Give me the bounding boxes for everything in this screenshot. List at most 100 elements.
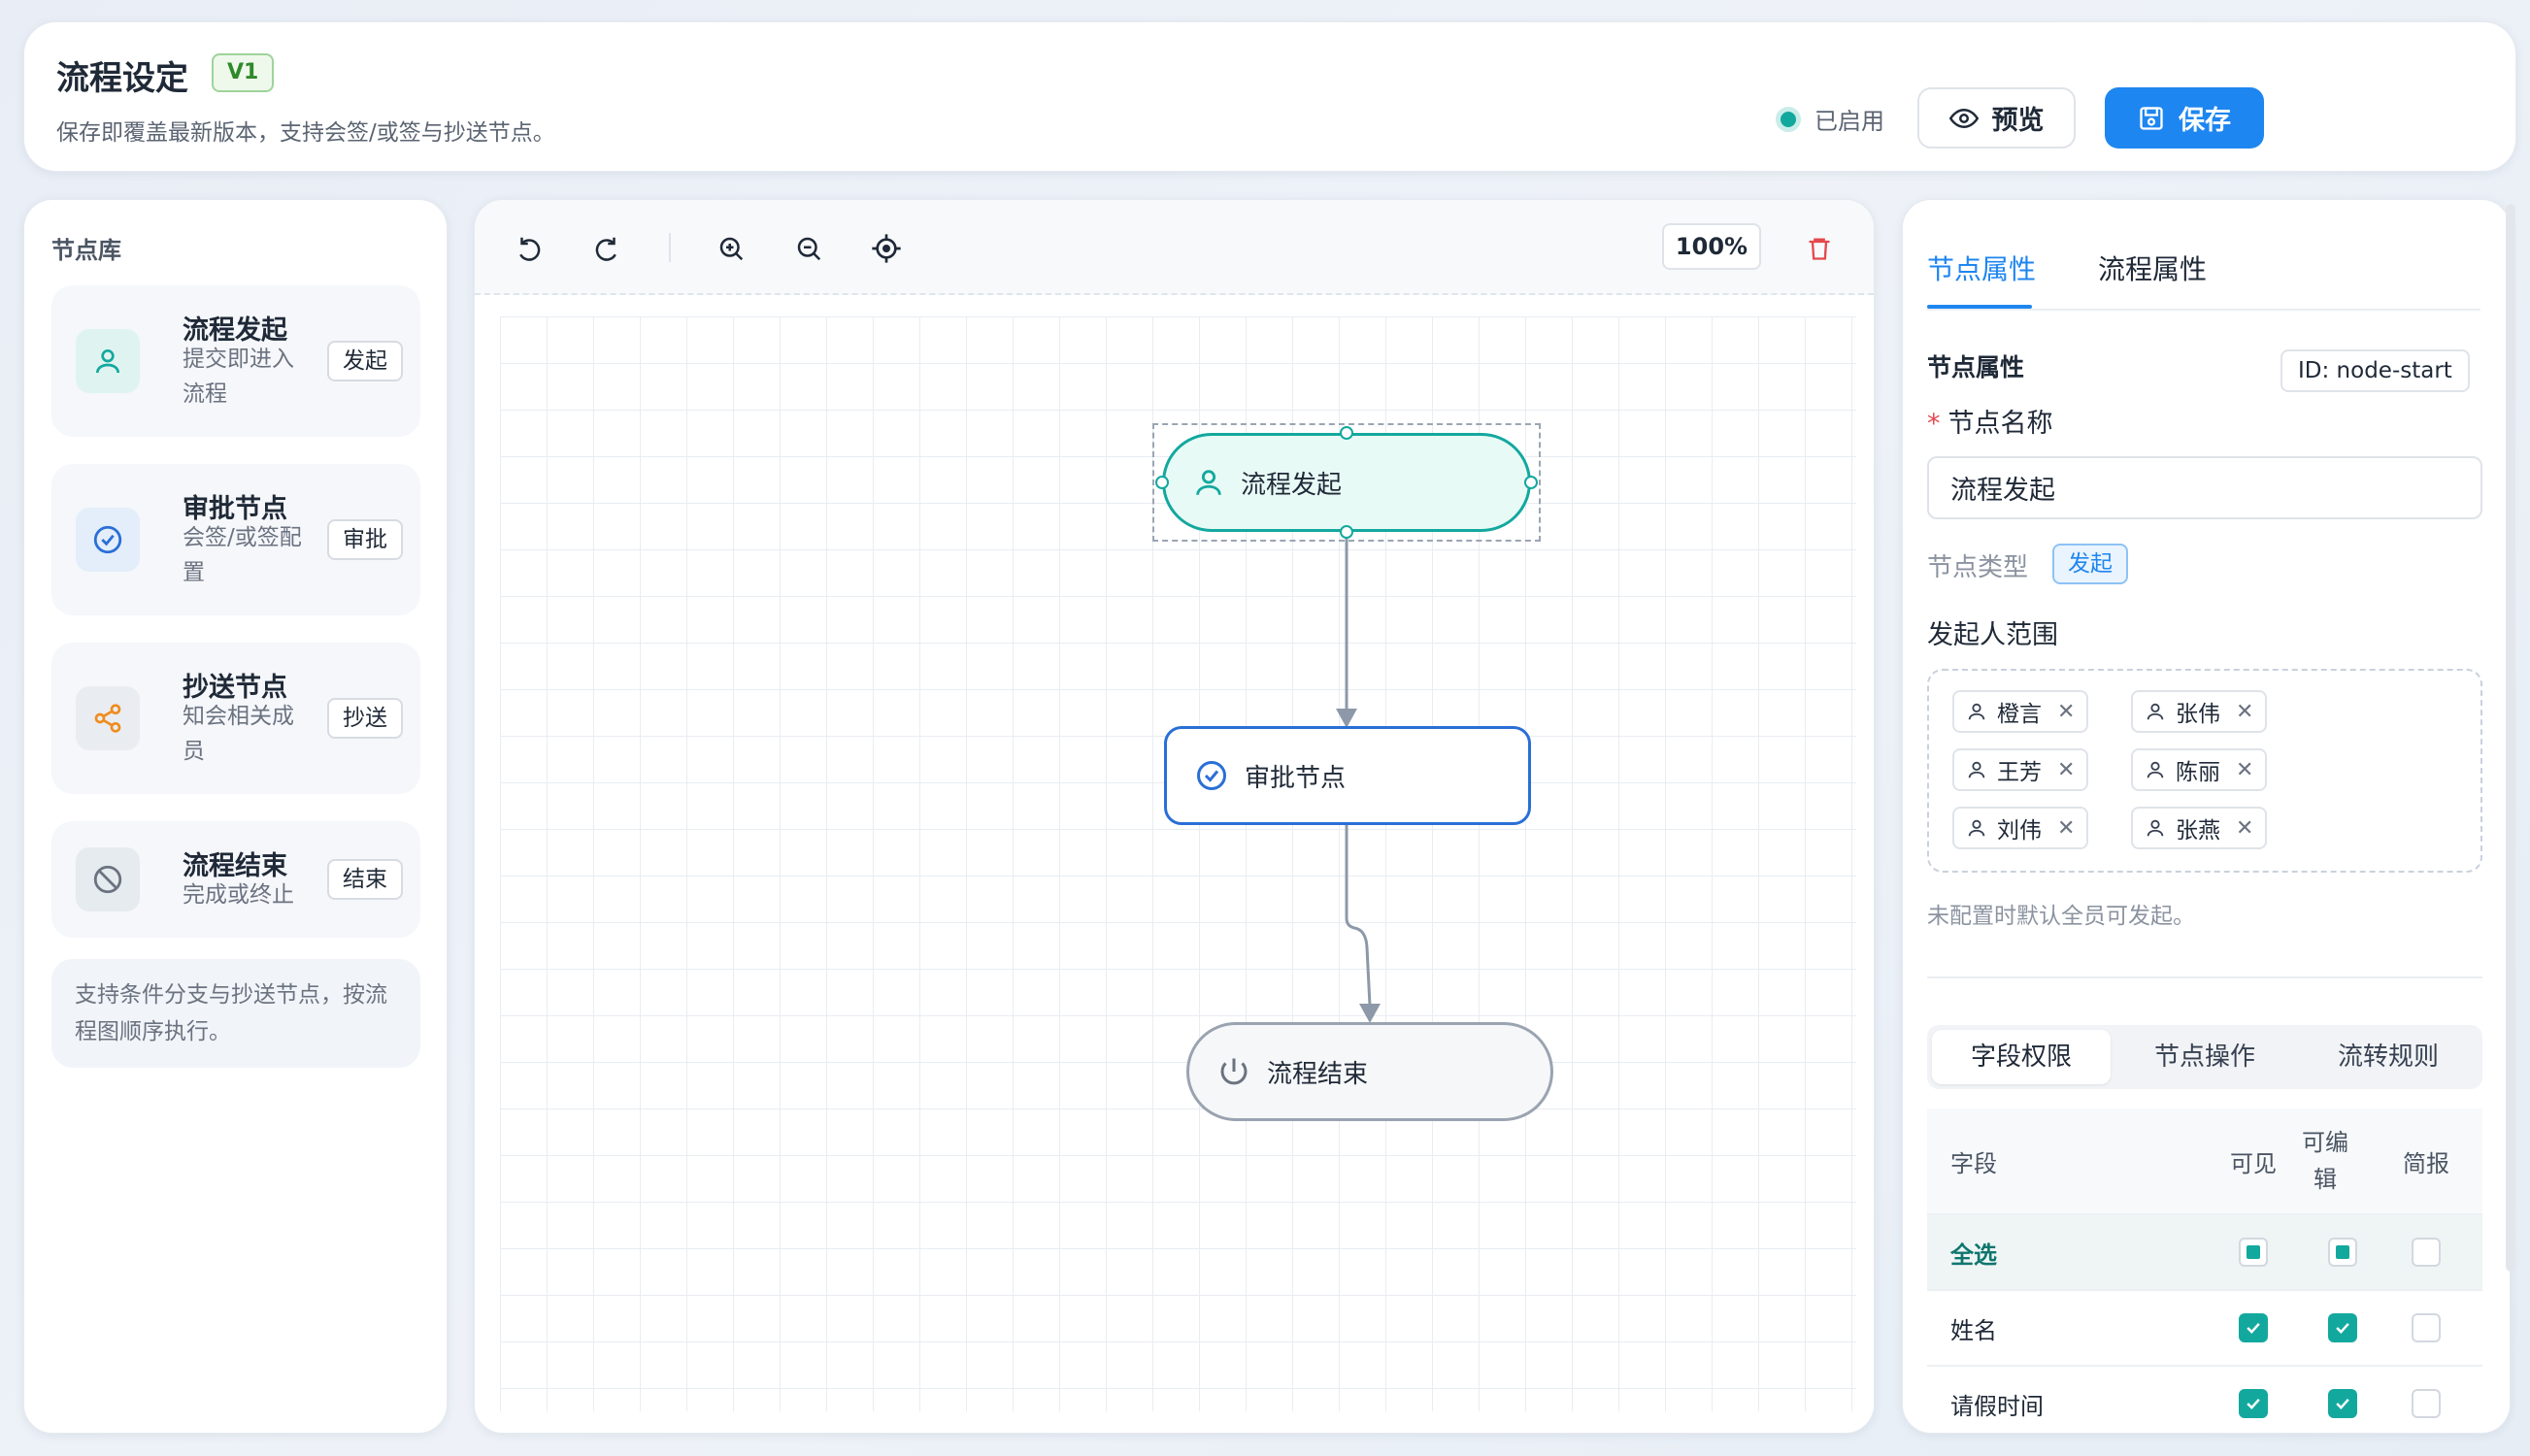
user-icon (2145, 701, 2166, 722)
flow-node-approve[interactable]: 审批节点 (1164, 726, 1531, 825)
status-indicator: 已启用 (1776, 102, 1884, 136)
flow-node-end[interactable]: 流程结束 (1186, 1022, 1553, 1121)
eye-icon (1949, 104, 1979, 133)
editable-checkbox[interactable] (2328, 1313, 2357, 1342)
check-icon (2244, 1394, 2263, 1413)
field-permission-table: 字段 可见 可编辑 简报 全选 姓名 请假时间 (1927, 1109, 2482, 1434)
node-type-label: 节点类型 (1927, 547, 2028, 583)
node-name-label: *节点名称 (1927, 402, 2053, 440)
section-divider (1927, 976, 2482, 978)
library-item-cc[interactable]: 抄送节点 知会相关成员 抄送 (51, 643, 420, 794)
status-dot-icon (1776, 107, 1801, 132)
subtab-field-permissions[interactable]: 字段权限 (1932, 1030, 2111, 1084)
connect-handle-right[interactable] (1524, 476, 1538, 489)
node-id-badge: ID: node-start (2280, 349, 2470, 392)
user-icon (1966, 817, 1987, 839)
field-name: 全选 (1950, 1215, 1997, 1289)
panel-scrollbar[interactable] (2506, 204, 2515, 1272)
summary-checkbox[interactable] (2412, 1389, 2441, 1418)
save-button[interactable]: 保存 (2105, 87, 2264, 149)
sub-tabs: 字段权限 节点操作 流转规则 (1927, 1025, 2482, 1089)
arrow-head (1336, 709, 1357, 728)
person-name: 张燕 (2176, 811, 2220, 844)
person-tag: 王芳 ✕ (1952, 748, 2088, 791)
table-row: 请假时间 (1927, 1367, 2482, 1434)
field-name: 姓名 (1950, 1291, 1997, 1365)
remove-person-icon[interactable]: ✕ (2236, 700, 2253, 724)
person-tag: 刘伟 ✕ (1952, 807, 2088, 849)
save-icon (2138, 105, 2165, 132)
page-subtitle: 保存即覆盖最新版本，支持会签/或签与抄送节点。 (56, 114, 555, 147)
user-icon (1192, 466, 1225, 499)
save-label: 保存 (2179, 99, 2231, 137)
user-icon (76, 329, 140, 393)
check-icon (2333, 1318, 2352, 1338)
node-library-panel: 节点库 流程发起 提交即进入流程 发起 审批节点 会签/或签配置 审批 抄送节点… (23, 199, 448, 1434)
column-header-field: 字段 (1950, 1109, 1997, 1213)
column-header-editable: 可编辑 (2302, 1109, 2348, 1213)
person-name: 王芳 (1997, 753, 2042, 786)
library-item-desc: 提交即进入流程 (183, 342, 309, 412)
power-icon (1216, 1054, 1251, 1089)
user-icon (2145, 817, 2166, 839)
tab-flow-properties[interactable]: 流程属性 (2098, 248, 2207, 287)
column-header-visible: 可见 (2224, 1109, 2282, 1213)
remove-person-icon[interactable]: ✕ (2057, 700, 2075, 724)
arrow-head (1359, 1004, 1381, 1023)
library-item-tag: 结束 (327, 859, 403, 900)
table-row: 全选 (1927, 1215, 2482, 1291)
person-name: 刘伟 (1997, 811, 2042, 844)
remove-person-icon[interactable]: ✕ (2057, 758, 2075, 782)
status-text: 已启用 (1814, 102, 1884, 136)
table-header-row: 字段 可见 可编辑 简报 (1927, 1109, 2482, 1215)
visible-checkbox[interactable] (2239, 1389, 2268, 1418)
visible-checkbox[interactable] (2239, 1238, 2268, 1267)
visible-checkbox[interactable] (2239, 1313, 2268, 1342)
person-name: 张伟 (2176, 695, 2220, 728)
library-item-start[interactable]: 流程发起 提交即进入流程 发起 (51, 285, 420, 437)
check-icon (2333, 1394, 2352, 1413)
preview-button[interactable]: 预览 (1917, 87, 2076, 149)
tab-node-properties[interactable]: 节点属性 (1927, 248, 2036, 287)
page-title: 流程设定 (56, 51, 188, 99)
check-circle-icon (76, 508, 140, 572)
subtab-flow-rules[interactable]: 流转规则 (2299, 1030, 2478, 1084)
node-label: 流程发起 (1241, 465, 1342, 501)
node-library-title: 节点库 (51, 231, 121, 265)
node-label: 流程结束 (1267, 1054, 1368, 1090)
library-item-tag: 审批 (327, 519, 403, 560)
library-item-approve[interactable]: 审批节点 会签/或签配置 审批 (51, 464, 420, 615)
remove-person-icon[interactable]: ✕ (2057, 816, 2075, 841)
library-note: 支持条件分支与抄送节点，按流程图顺序执行。 (51, 959, 420, 1068)
column-header-summary: 简报 (2397, 1109, 2455, 1213)
library-item-end[interactable]: 流程结束 完成或终止 结束 (51, 821, 420, 938)
share-icon (76, 686, 140, 750)
flow-node-start[interactable]: 流程发起 (1162, 433, 1531, 532)
tab-divider (1927, 309, 2480, 311)
editable-checkbox[interactable] (2328, 1238, 2357, 1267)
summary-checkbox[interactable] (2412, 1238, 2441, 1267)
node-type-tag: 发起 (2052, 544, 2128, 584)
version-badge: V1 (212, 53, 274, 92)
remove-person-icon[interactable]: ✕ (2236, 758, 2253, 782)
editable-checkbox[interactable] (2328, 1389, 2357, 1418)
person-tag: 张燕 ✕ (2131, 807, 2267, 849)
connect-handle-top[interactable] (1340, 426, 1353, 440)
node-name-input[interactable] (1927, 456, 2482, 519)
library-item-desc: 完成或终止 (183, 877, 338, 912)
edge-approve-end (1347, 825, 1370, 1006)
subtab-node-actions[interactable]: 节点操作 (2115, 1030, 2294, 1084)
remove-person-icon[interactable]: ✕ (2236, 816, 2253, 841)
summary-checkbox[interactable] (2412, 1313, 2441, 1342)
initiator-scope-box[interactable]: 橙言 ✕ 张伟 ✕ 王芳 ✕ 陈丽 ✕ 刘伟 ✕ 张燕 ✕ (1927, 669, 2482, 873)
table-row: 姓名 (1927, 1291, 2482, 1367)
field-name: 请假时间 (1950, 1367, 2044, 1434)
connect-handle-bottom[interactable] (1340, 525, 1353, 539)
user-icon (1966, 701, 1987, 722)
active-tab-indicator (1927, 305, 2032, 309)
node-label: 审批节点 (1245, 758, 1346, 794)
connect-handle-left[interactable] (1155, 476, 1169, 489)
flow-canvas[interactable]: 100% 流程发起 审批节点 流程结束 (474, 199, 1875, 1434)
initiator-scope-label: 发起人范围 (1927, 613, 2058, 651)
page-header: 流程设定 V1 保存即覆盖最新版本，支持会签/或签与抄送节点。 已启用 预览 保… (23, 21, 2516, 172)
